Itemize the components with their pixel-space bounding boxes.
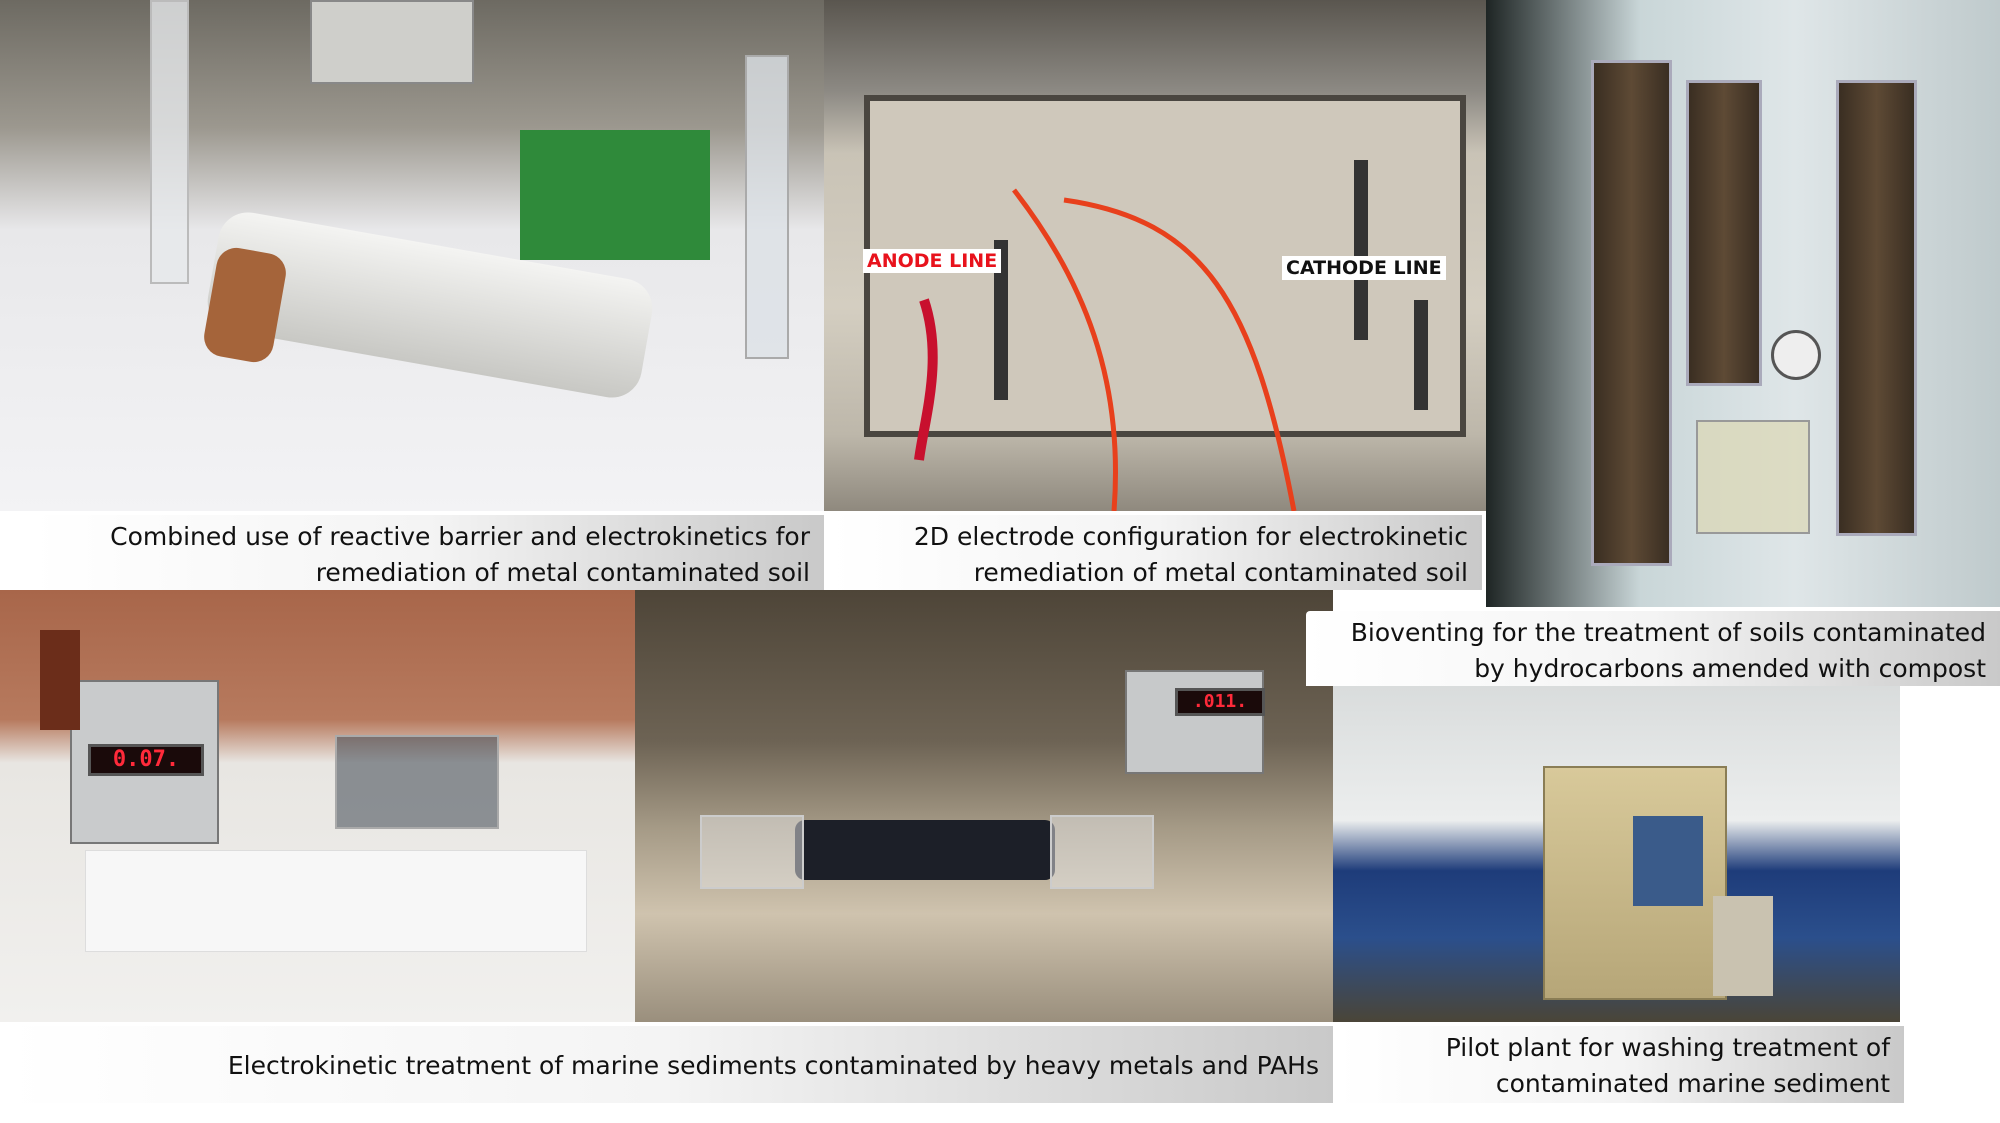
photo-reactive-barrier-setup bbox=[0, 0, 824, 511]
caption-line: by hydrocarbons amended with compost bbox=[1474, 654, 1986, 683]
caption-marine-sediments: Electrokinetic treatment of marine sedim… bbox=[6, 1026, 1333, 1103]
caption-reactive-barrier: Combined use of reactive barrier and ele… bbox=[32, 515, 824, 590]
soil-column bbox=[1686, 80, 1762, 386]
caption-line: 2D electrode configuration for electroki… bbox=[913, 522, 1468, 551]
photo-electrokinetic-lab-setup-2 bbox=[635, 590, 1333, 1022]
sediment-column bbox=[795, 820, 1055, 880]
electrode-rod bbox=[994, 240, 1008, 400]
vertical-tube bbox=[150, 0, 189, 284]
caption-line: remediation of metal contaminated soil bbox=[973, 558, 1468, 587]
caption-line: remediation of metal contaminated soil bbox=[315, 558, 810, 587]
soil-column bbox=[1591, 60, 1672, 566]
cathode-line-label: CATHODE LINE bbox=[1282, 256, 1446, 280]
caption-line: Pilot plant for washing treatment of bbox=[1445, 1033, 1890, 1062]
power-supply bbox=[310, 0, 474, 84]
caption-line: Combined use of reactive barrier and ele… bbox=[110, 522, 810, 551]
caption-bioventing: Bioventing for the treatment of soils co… bbox=[1306, 611, 2000, 686]
acrylic-chamber bbox=[700, 815, 804, 889]
acrylic-chamber bbox=[1050, 815, 1154, 889]
beaker bbox=[1696, 420, 1810, 534]
power-supply-display: 0.07. bbox=[88, 744, 204, 776]
soil-column bbox=[1836, 80, 1917, 536]
caption-line: Electrokinetic treatment of marine sedim… bbox=[227, 1051, 1319, 1080]
pressure-gauge-icon bbox=[1771, 330, 1821, 380]
photo-bioventing-columns bbox=[1486, 0, 2000, 607]
sack bbox=[1713, 896, 1773, 996]
caption-pilot-plant: Pilot plant for washing treatment of con… bbox=[1338, 1026, 1904, 1103]
polystyrene-base bbox=[85, 850, 587, 952]
electrode-rod bbox=[1414, 300, 1428, 410]
photo-pilot-plant bbox=[1333, 686, 1900, 1022]
electrolyte-cell bbox=[335, 735, 499, 829]
control-panel bbox=[1633, 816, 1703, 906]
caption-line: contaminated marine sediment bbox=[1495, 1069, 1890, 1098]
anode-line-label: ANODE LINE bbox=[863, 249, 1002, 273]
green-instrument bbox=[520, 130, 710, 260]
red-wires bbox=[914, 188, 1297, 511]
caption-2d-electrode: 2D electrode configuration for electroki… bbox=[831, 515, 1482, 590]
electrode-rod bbox=[1354, 160, 1368, 340]
photo-electrokinetic-lab-setup-1 bbox=[0, 590, 635, 1022]
power-supply bbox=[1125, 670, 1264, 774]
reagent-bottle bbox=[40, 630, 80, 730]
caption-line: Bioventing for the treatment of soils co… bbox=[1350, 618, 1986, 647]
vertical-tube bbox=[745, 55, 789, 359]
power-supply-display: .011. bbox=[1175, 688, 1265, 716]
